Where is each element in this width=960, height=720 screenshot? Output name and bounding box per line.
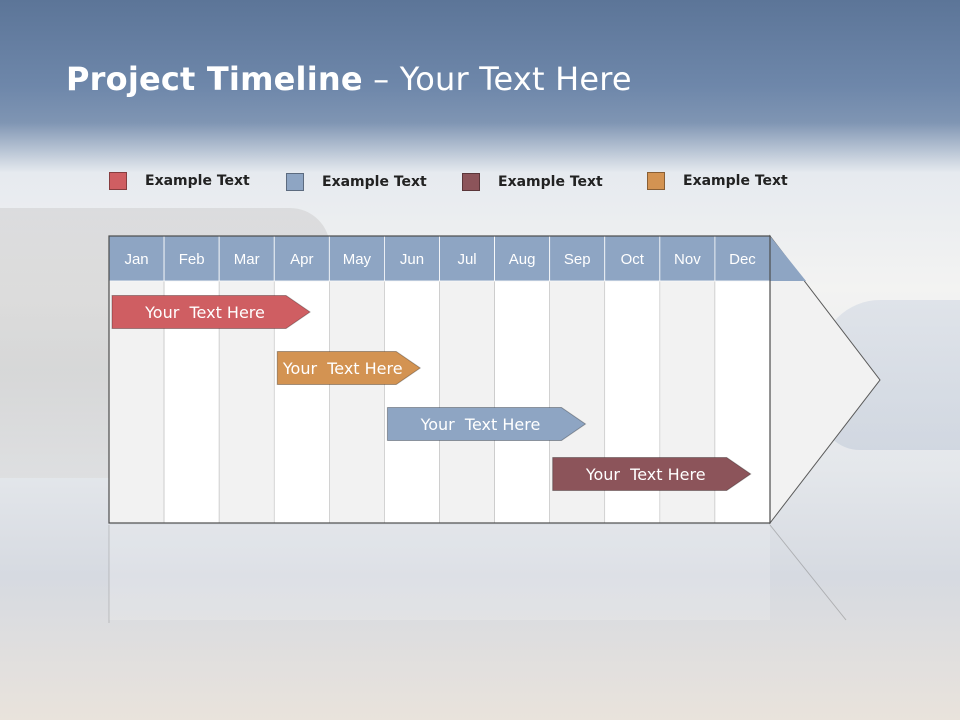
legend-label-4: Example Text bbox=[683, 173, 788, 189]
month-header-cell bbox=[714, 235, 771, 282]
month-header-cell bbox=[439, 235, 495, 282]
month-header-cell bbox=[549, 235, 606, 282]
task-label: Your Text Here bbox=[282, 359, 403, 378]
legend-item-1: Example Text bbox=[109, 171, 250, 191]
task-bar bbox=[386, 407, 587, 441]
month-label: Apr bbox=[290, 251, 313, 268]
legend-item-2: Example Text bbox=[286, 172, 427, 192]
month-label: Dec bbox=[729, 251, 756, 268]
month-label: Sep bbox=[564, 251, 591, 268]
month-column bbox=[329, 280, 385, 524]
arrow-head-header bbox=[770, 236, 806, 281]
month-header-cell bbox=[108, 235, 165, 282]
legend-swatch-3 bbox=[462, 173, 480, 191]
month-header-cell bbox=[659, 235, 716, 282]
task-label: Your Text Here bbox=[585, 465, 706, 484]
legend-swatch-4 bbox=[647, 172, 665, 190]
task-label: Your Text Here bbox=[420, 415, 541, 434]
legend-swatch-2 bbox=[286, 173, 304, 191]
month-label: Oct bbox=[621, 251, 645, 268]
month-label: Jul bbox=[457, 251, 476, 268]
month-label: Aug bbox=[509, 251, 536, 268]
title-rest: – Your Text Here bbox=[362, 60, 632, 98]
task-label: Your Text Here bbox=[144, 303, 265, 322]
legend-label-2: Example Text bbox=[322, 174, 427, 190]
legend-item-4: Example Text bbox=[647, 171, 788, 191]
page-title: Project Timeline – Your Text Here bbox=[66, 60, 632, 98]
month-column bbox=[384, 280, 440, 524]
month-label: May bbox=[343, 251, 372, 268]
reflection-edge-right bbox=[769, 524, 847, 621]
legend-label-3: Example Text bbox=[498, 174, 603, 190]
month-label: Jun bbox=[400, 251, 424, 268]
month-label: Feb bbox=[179, 251, 205, 268]
month-label: Jan bbox=[124, 251, 148, 268]
legend-label-1: Example Text bbox=[145, 173, 250, 189]
month-header-cell bbox=[218, 235, 275, 282]
legend-swatch-1 bbox=[109, 172, 127, 190]
legend-item-3: Example Text bbox=[462, 172, 603, 192]
month-label: Nov bbox=[674, 251, 701, 268]
timeline-frame bbox=[108, 235, 771, 524]
task-bar bbox=[552, 457, 752, 491]
month-column bbox=[494, 280, 550, 524]
task-bar bbox=[276, 351, 422, 385]
month-column bbox=[439, 280, 495, 524]
task-bar bbox=[111, 295, 311, 329]
title-bold: Project Timeline bbox=[66, 60, 363, 98]
month-label: Mar bbox=[234, 251, 260, 268]
timeline-reflection bbox=[109, 525, 770, 620]
month-header-cell bbox=[494, 235, 551, 282]
